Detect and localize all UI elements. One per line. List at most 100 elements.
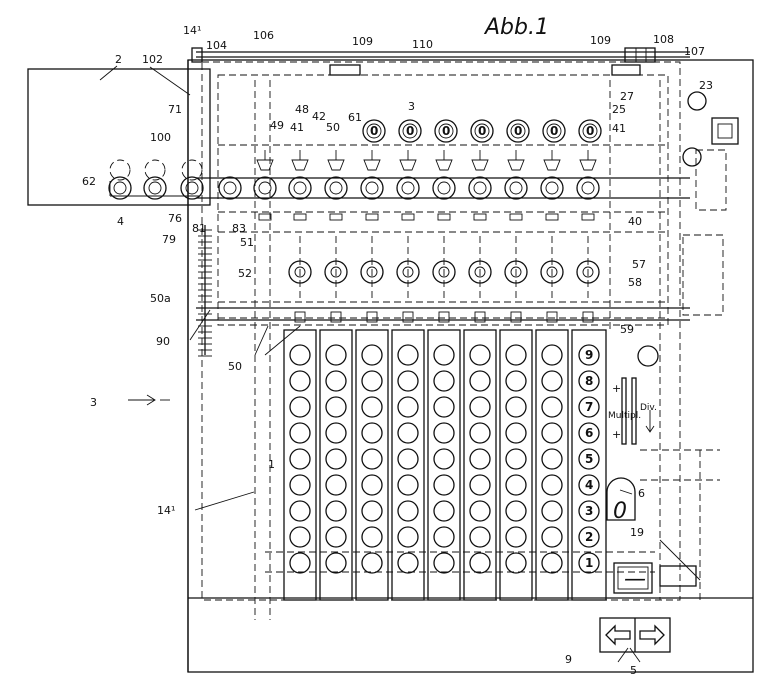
key[interactable] <box>505 552 527 574</box>
key[interactable] <box>505 396 527 418</box>
key[interactable] <box>397 552 419 574</box>
key[interactable] <box>469 422 491 444</box>
key[interactable] <box>541 526 563 548</box>
key[interactable] <box>469 370 491 392</box>
key[interactable] <box>541 500 563 522</box>
key[interactable] <box>289 526 311 548</box>
key[interactable] <box>325 344 347 366</box>
digit-key[interactable] <box>578 552 600 574</box>
carriage-ghost-wheel <box>181 159 203 181</box>
key[interactable] <box>433 370 455 392</box>
digit-key[interactable] <box>578 344 600 366</box>
arrow-left-icon[interactable] <box>605 624 631 646</box>
result-dial-digit: 0 <box>514 124 522 138</box>
key[interactable] <box>469 448 491 470</box>
key[interactable] <box>397 396 419 418</box>
key[interactable] <box>397 422 419 444</box>
key[interactable] <box>433 448 455 470</box>
result-dial: 0 <box>470 119 494 143</box>
key[interactable] <box>469 344 491 366</box>
key[interactable] <box>361 552 383 574</box>
key[interactable] <box>541 474 563 496</box>
mult-plus-bottom: + <box>612 428 621 441</box>
key[interactable] <box>325 422 347 444</box>
key[interactable] <box>505 526 527 548</box>
key[interactable] <box>541 552 563 574</box>
digit-key[interactable] <box>578 474 600 496</box>
key[interactable] <box>505 448 527 470</box>
key[interactable] <box>469 526 491 548</box>
key[interactable] <box>541 422 563 444</box>
digit-column-frame <box>571 329 607 601</box>
ref-label-49: 49 <box>270 119 284 132</box>
key[interactable] <box>397 344 419 366</box>
key[interactable] <box>505 422 527 444</box>
key[interactable] <box>433 474 455 496</box>
key[interactable] <box>397 526 419 548</box>
key[interactable] <box>505 500 527 522</box>
minus-key[interactable]: — <box>613 562 653 594</box>
key[interactable] <box>361 422 383 444</box>
key[interactable] <box>361 500 383 522</box>
digit-key[interactable] <box>578 370 600 392</box>
key[interactable] <box>361 474 383 496</box>
key[interactable] <box>541 370 563 392</box>
key[interactable] <box>289 448 311 470</box>
key[interactable] <box>541 448 563 470</box>
key[interactable] <box>469 500 491 522</box>
key[interactable] <box>505 474 527 496</box>
key[interactable] <box>433 526 455 548</box>
key[interactable] <box>433 500 455 522</box>
key[interactable] <box>505 344 527 366</box>
key[interactable] <box>433 344 455 366</box>
key[interactable] <box>433 422 455 444</box>
key[interactable] <box>397 474 419 496</box>
key[interactable] <box>397 448 419 470</box>
counter-wheel <box>360 150 384 221</box>
result-dial-digit: 0 <box>406 124 414 138</box>
key[interactable] <box>361 344 383 366</box>
key[interactable] <box>361 448 383 470</box>
digit-key[interactable] <box>578 422 600 444</box>
key[interactable] <box>397 370 419 392</box>
key[interactable] <box>289 370 311 392</box>
keyboard-columns <box>283 329 569 601</box>
ref-label-14b: 14¹ <box>157 504 175 517</box>
key[interactable] <box>469 396 491 418</box>
key[interactable] <box>361 370 383 392</box>
key[interactable] <box>361 396 383 418</box>
key[interactable] <box>289 344 311 366</box>
key[interactable] <box>325 370 347 392</box>
key[interactable] <box>541 344 563 366</box>
key[interactable] <box>433 552 455 574</box>
key[interactable] <box>289 500 311 522</box>
key[interactable] <box>325 552 347 574</box>
digit-key[interactable] <box>578 526 600 548</box>
setting-wheel <box>432 236 456 323</box>
ref-label-50b: 50 <box>228 360 242 373</box>
digit-key[interactable] <box>578 396 600 418</box>
key[interactable] <box>289 552 311 574</box>
ref-label-1: 1 <box>268 458 275 471</box>
key[interactable] <box>541 396 563 418</box>
arrow-right-icon[interactable] <box>639 624 665 646</box>
key[interactable] <box>433 396 455 418</box>
digit-key[interactable] <box>578 500 600 522</box>
key[interactable] <box>289 474 311 496</box>
key[interactable] <box>289 396 311 418</box>
key[interactable] <box>325 500 347 522</box>
carriage-ghost-wheel <box>109 159 131 181</box>
key[interactable] <box>325 474 347 496</box>
leader-lines <box>99 65 641 663</box>
key[interactable] <box>289 422 311 444</box>
key[interactable] <box>469 474 491 496</box>
key[interactable] <box>505 370 527 392</box>
digit-key[interactable] <box>578 448 600 470</box>
key[interactable] <box>325 526 347 548</box>
key[interactable] <box>325 396 347 418</box>
key[interactable] <box>397 500 419 522</box>
key[interactable] <box>361 526 383 548</box>
key[interactable] <box>469 552 491 574</box>
key[interactable] <box>325 448 347 470</box>
